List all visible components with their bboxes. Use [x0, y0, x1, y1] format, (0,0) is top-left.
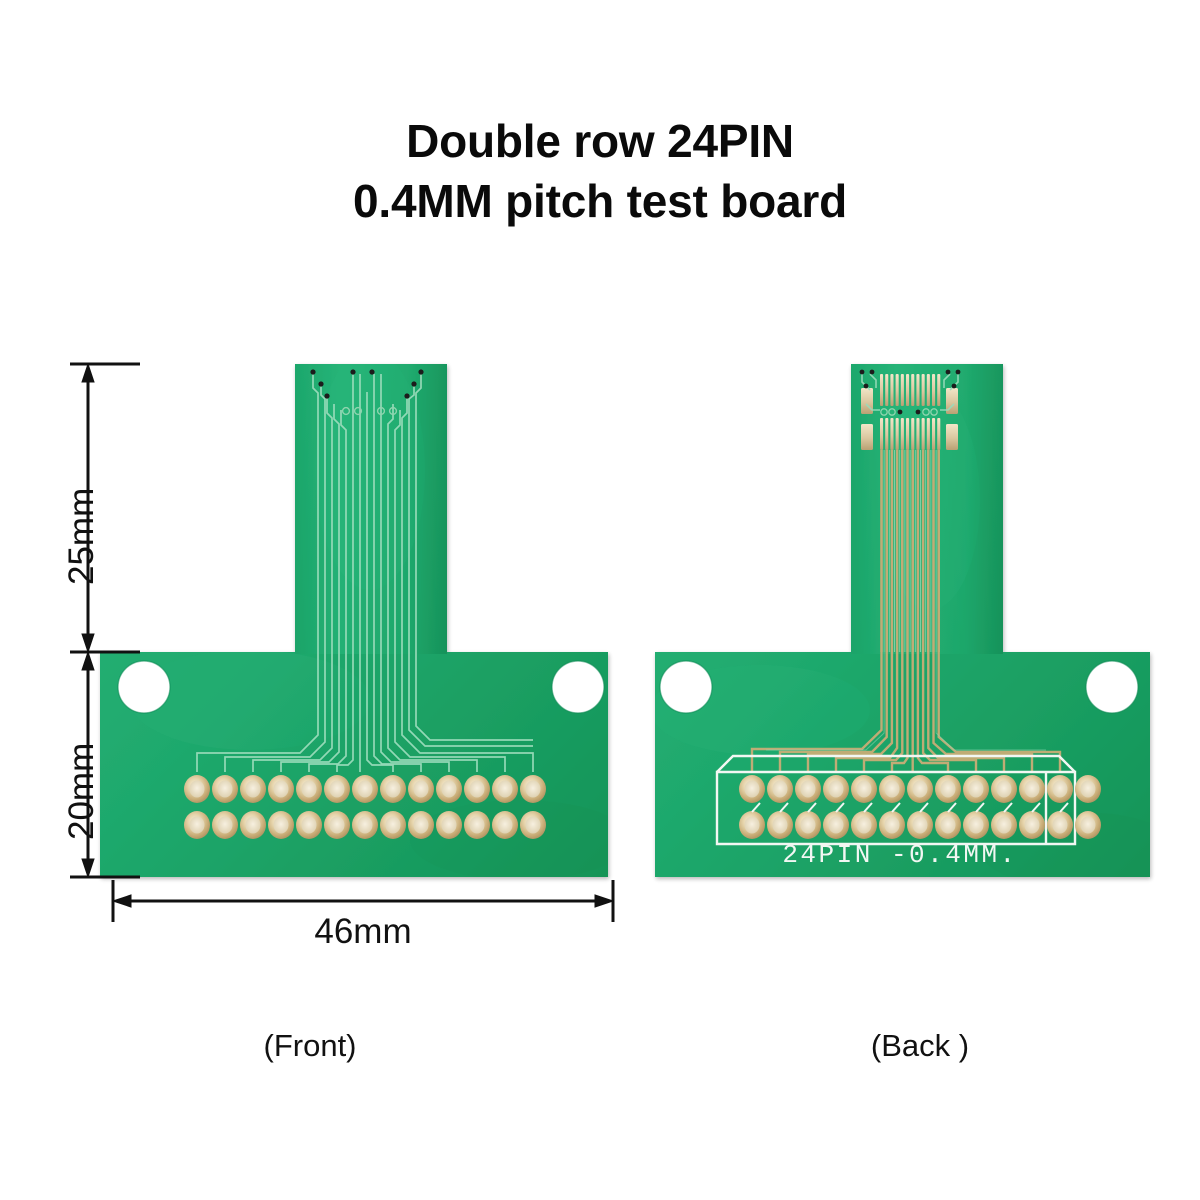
- front-pin-pads: [184, 775, 546, 839]
- fpc-footprint-upper: [861, 374, 958, 414]
- front-mounting-holes: [117, 660, 605, 714]
- fpc-anchor-pad: [946, 424, 958, 450]
- dim-line-46mm: [111, 880, 615, 922]
- back-pad-row-top: [739, 775, 1101, 803]
- back-silkscreen-label: 24PIN -0.4MM.: [782, 840, 1017, 870]
- mounting-hole-right: [552, 661, 604, 713]
- front-traces-fanout: [196, 652, 534, 772]
- fpc-anchor-pad: [946, 388, 958, 414]
- back-mounting-holes: [659, 660, 1139, 714]
- mounting-hole-left: [660, 661, 712, 713]
- caption-front: (Front): [263, 1028, 357, 1063]
- back-silkscreen-ticks: [751, 802, 1069, 813]
- dim-line-20mm: [81, 650, 95, 879]
- fpc-anchor-pad: [861, 424, 873, 450]
- back-pin-pads: [739, 775, 1101, 839]
- front-vias: [310, 369, 424, 416]
- mounting-hole-left: [118, 661, 170, 713]
- mounting-hole-right: [1086, 661, 1138, 713]
- dim-line-25mm: [81, 362, 95, 654]
- back-board: 24PIN -0.4MM.: [655, 364, 1150, 877]
- back-vias: [859, 369, 961, 415]
- front-pad-row-top: [184, 775, 546, 803]
- dimension-label-20mm: 20mm: [62, 742, 101, 840]
- front-board: [100, 364, 608, 877]
- dimension-label-46mm: 46mm: [314, 912, 412, 951]
- front-traces-neck: [312, 374, 422, 652]
- front-pad-row-bottom: [184, 811, 546, 839]
- dimension-label-25mm: 25mm: [62, 487, 101, 585]
- caption-back: (Back ): [870, 1028, 970, 1063]
- page-title: Double row 24PIN 0.4MM pitch test board: [353, 115, 847, 227]
- back-annular-vias: [880, 408, 938, 416]
- fpc-footprint-lower: [861, 418, 958, 450]
- back-traces-neck: [880, 450, 940, 652]
- back-silkscreen-outline: [715, 754, 1077, 846]
- back-pad-row-bottom: [739, 811, 1101, 839]
- dimension-annotations: [70, 362, 615, 922]
